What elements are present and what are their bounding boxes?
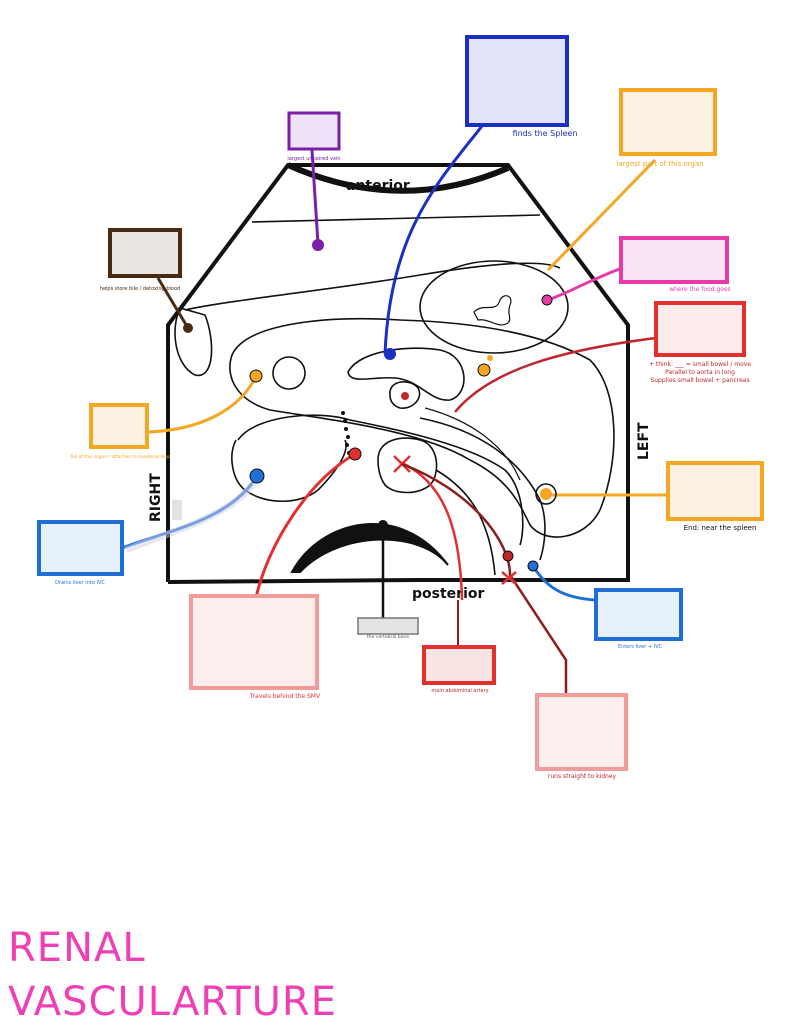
- magenta-label-box[interactable]: [619, 236, 729, 284]
- purple-label-box[interactable]: [287, 111, 341, 151]
- duodenum-outline: [237, 414, 524, 546]
- sma-red-dot: [401, 392, 409, 400]
- blue-top-caption: finds the Spleen: [513, 129, 578, 138]
- orange-left-caption: Tail of this organ / attaches to duodena…: [69, 454, 170, 460]
- orange-right-dot-inner: [540, 488, 552, 500]
- blue-top-leader: [383, 125, 484, 355]
- blue-right-label-box[interactable]: [594, 588, 683, 641]
- blue-left-leader: [121, 475, 259, 550]
- blue-right-caption: Enters liver + IVC: [618, 644, 663, 650]
- brown-label-box[interactable]: [108, 228, 182, 278]
- splenic-vein-shape: [347, 347, 465, 401]
- pink-bottom-caption: runs straight to kidney: [548, 773, 617, 780]
- maroon-cross-icon: [501, 571, 517, 585]
- posterior-label: posterior: [412, 586, 484, 602]
- blue-left-dot: [249, 468, 265, 484]
- sma-circle: [389, 381, 421, 409]
- orange-left-leader: [147, 375, 258, 434]
- red-left-leader: [254, 452, 356, 598]
- red-right-label-box[interactable]: [654, 301, 746, 357]
- orange-right-dot: [535, 483, 557, 505]
- red-right-caption-3: Supplies small bowel + pancreas: [650, 377, 749, 384]
- orange-left-dot: [249, 369, 263, 383]
- body-outline: [166, 163, 630, 584]
- blue-top-dot: [384, 348, 396, 360]
- stomach-outline: [419, 260, 569, 354]
- pancreas-outline: [229, 317, 615, 538]
- liver-outline: [184, 262, 561, 311]
- orange-dot-tiny: [487, 355, 493, 361]
- orange-top-caption: largest part of this organ: [616, 160, 703, 168]
- blue-left-caption: Drains liver into IVC: [55, 580, 105, 586]
- brown-dot: [183, 323, 193, 333]
- common-bile-duct-dots: [341, 411, 351, 455]
- blue-right-dot: [527, 560, 539, 572]
- orange-dot-mid: [477, 363, 491, 377]
- purple-caption: largest unpaired vein: [287, 156, 340, 162]
- brown-caption: helps store bile / detoxing blood: [100, 286, 180, 292]
- orange-right-caption: End: near the spleen: [684, 524, 757, 532]
- orange-top-label-box[interactable]: [619, 88, 717, 156]
- anterior-wall-curve: [286, 162, 510, 194]
- abdominal-wall-line: [251, 214, 541, 223]
- blue-left-label-box[interactable]: [37, 520, 124, 576]
- maroon-leader: [401, 462, 568, 708]
- purple-dot: [312, 239, 324, 251]
- red-right-leader: [454, 336, 657, 413]
- title-line-1: RENAL: [8, 925, 146, 971]
- red-right-caption-1: + think: ___ = small bowel / move: [649, 361, 751, 368]
- gray-dot: [378, 520, 388, 530]
- magenta-dot: [541, 294, 553, 306]
- purple-leader: [310, 149, 320, 245]
- portal-vein-circle: [272, 356, 306, 390]
- left-renal-line-2: [424, 407, 521, 481]
- red-right-caption-2: Parallel to aorta in long: [665, 369, 735, 376]
- pink-caption: Travels behind the SMV: [249, 693, 321, 700]
- left-label: LEFT: [636, 422, 652, 460]
- pink-bottom-label-box[interactable]: [535, 693, 628, 771]
- magenta-leader: [547, 266, 623, 302]
- gray-label-box[interactable]: [357, 617, 419, 635]
- gallbladder-region: [174, 307, 213, 377]
- orange-top-leader: [546, 158, 657, 272]
- right-label: RIGHT: [148, 473, 164, 522]
- stomach-rugae: [473, 295, 512, 326]
- brown-leader: [156, 277, 190, 329]
- left-renal-vein-curve: [419, 417, 546, 561]
- orange-right-label-box[interactable]: [666, 461, 764, 521]
- maroon-dot: [502, 550, 514, 562]
- right-label-marker: [172, 500, 182, 520]
- red-caption: main abdominal artery: [431, 688, 488, 694]
- blue-top-label-box[interactable]: [465, 35, 569, 127]
- vertebra-arc: [290, 523, 449, 573]
- blue-left-leader-shadow: [124, 475, 261, 554]
- title-line-2: VASCULARTURE: [8, 979, 337, 1025]
- orange-left-label-box[interactable]: [89, 403, 149, 449]
- anterior-label: anterior: [346, 178, 410, 194]
- pink-label-box[interactable]: [189, 594, 319, 690]
- gray-caption: the vertebral bone: [367, 634, 409, 640]
- red-label-box[interactable]: [422, 645, 496, 685]
- magenta-caption: where the food goes: [669, 286, 731, 293]
- red-left-dot: [348, 447, 362, 461]
- blue-right-leader: [531, 565, 597, 602]
